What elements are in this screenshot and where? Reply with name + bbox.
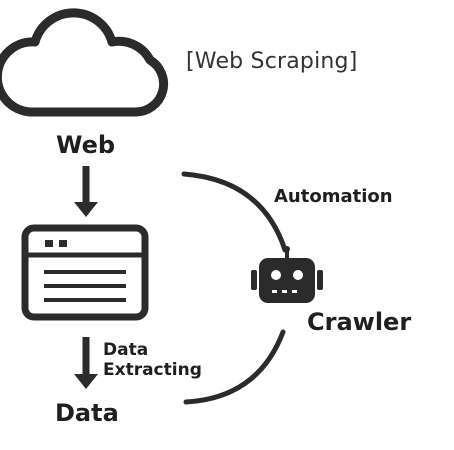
web-to-browser-arrow: [74, 166, 98, 217]
diagram-title: [Web Scraping]: [186, 49, 358, 74]
crawler-node-label: Crawler: [307, 308, 412, 336]
automation-arc: [181, 171, 288, 253]
data-extracting-line-2: Extracting: [103, 360, 202, 380]
web-node-label: Web: [56, 131, 116, 159]
automation-edge-label: Automation: [274, 186, 393, 207]
extraction-arc: [183, 329, 286, 405]
cloud-icon: [0, 8, 169, 117]
data-extracting-line-1: Data: [103, 340, 149, 360]
browser-to-data-arrow: [74, 337, 98, 389]
robot-icon: [251, 246, 323, 303]
data-node-label: Data: [55, 399, 119, 427]
browser-window-icon: [21, 224, 149, 321]
data-extracting-edge-label: Data Extracting: [103, 340, 202, 380]
